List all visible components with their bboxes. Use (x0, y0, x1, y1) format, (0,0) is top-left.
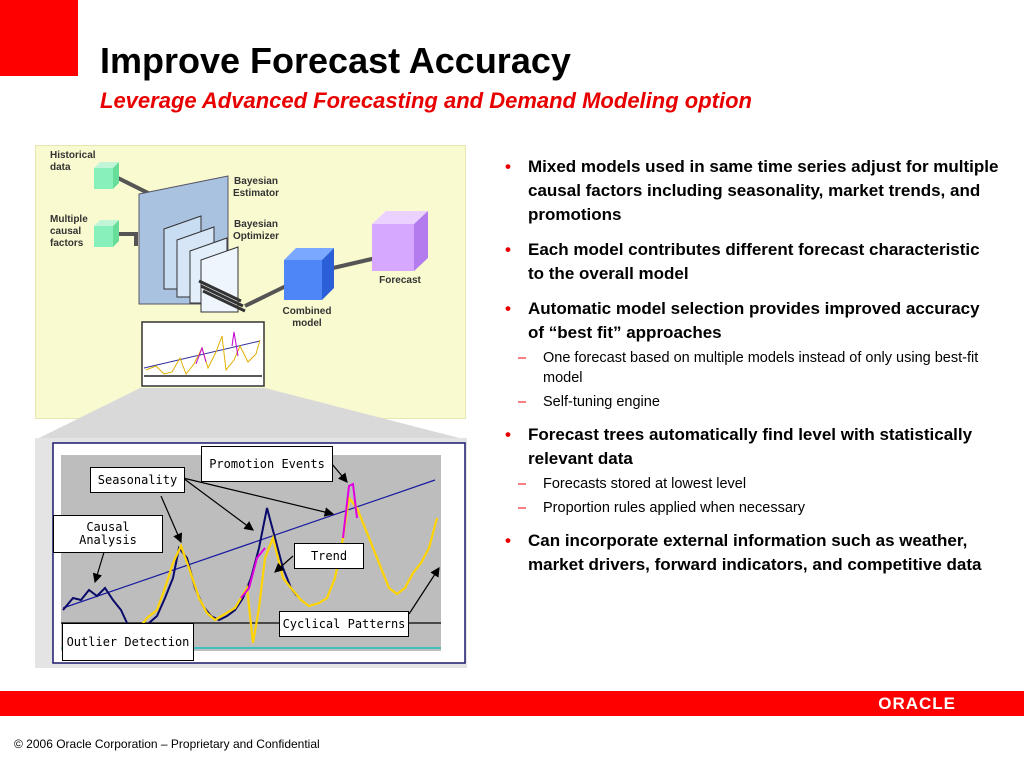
bullet-text: Automatic model selection provides impro… (528, 299, 980, 342)
brand-corner-block (0, 0, 78, 76)
copyright-text: © 2006 Oracle Corporation – Proprietary … (14, 737, 320, 751)
sub-bullet-dash: – (518, 500, 527, 516)
sub-bullet-dash: – (518, 476, 527, 492)
sub-bullet-text: Proportion rules applied when necessary (543, 500, 805, 516)
bullet-dot: • (505, 425, 511, 444)
sub-bullet-text: One forecast based on multiple models in… (543, 350, 979, 386)
diagram-graphic (94, 162, 428, 387)
causal-connector (118, 232, 138, 246)
sub-bullet-item: – Self-tuning engine (505, 392, 1000, 412)
historical-data-label: Historical data (50, 150, 96, 173)
bullet-dot: • (505, 240, 511, 259)
combined-model-cube (284, 248, 334, 300)
footer-red-bar (0, 691, 1024, 716)
sub-bullet-list: – Forecasts stored at lowest level – Pro… (518, 474, 1000, 518)
bullet-text: Mixed models used in same time series ad… (528, 157, 999, 224)
bayesian-optimizer-label: Bayesian Optimizer (232, 219, 280, 242)
sub-bullet-text: Self-tuning engine (543, 394, 660, 410)
bullet-text: Can incorporate external information suc… (528, 531, 982, 574)
sub-bullet-item: – One forecast based on multiple models … (505, 348, 1000, 388)
oracle-logo: ORACLE (878, 694, 956, 713)
bullet-item: • Forecast trees automatically find leve… (505, 423, 1000, 518)
slide-subtitle: Leverage Advanced Forecasting and Demand… (100, 88, 752, 113)
slide-title: Improve Forecast Accuracy (100, 40, 571, 81)
sub-bullet-item: – Forecasts stored at lowest level (505, 474, 1000, 494)
sub-bullet-dash: – (518, 350, 527, 366)
bullet-text: Forecast trees automatically find level … (528, 425, 973, 468)
annotated-forecast-chart: Promotion Events Seasonality Causal Anal… (35, 438, 467, 668)
forecast-label: Forecast (379, 275, 421, 286)
sub-bullet-item: – Proportion rules applied when necessar… (505, 498, 1000, 518)
historical-data-cube (94, 162, 119, 189)
combined-model-label: Combined model (282, 306, 332, 329)
forecast-cube (372, 211, 428, 271)
trend-callout: Trend (294, 543, 364, 569)
bullet-text: Each model contributes different forecas… (528, 240, 980, 283)
seasonality-callout: Seasonality (90, 467, 185, 493)
bullet-item: • Can incorporate external information s… (505, 529, 1000, 577)
sub-bullet-text: Forecasts stored at lowest level (543, 476, 747, 492)
causal-factors-cube (94, 220, 119, 247)
sub-bullet-list: – One forecast based on multiple models … (518, 348, 1000, 412)
bullet-item: • Automatic model selection provides imp… (505, 297, 1000, 412)
forecast-model-diagram: Historical data Multiple causal factors … (35, 145, 466, 419)
bayesian-estimator-label: Bayesian Estimator (232, 176, 280, 199)
causal-analysis-callout: Causal Analysis (53, 515, 163, 553)
outlier-detection-callout: Outlier Detection (62, 623, 194, 661)
bullet-item: • Each model contributes different forec… (505, 238, 1000, 286)
bullet-item: • Mixed models used in same time series … (505, 155, 1000, 227)
multiple-causal-factors-label: Multiple causal factors (50, 214, 88, 249)
cyclical-patterns-callout: Cyclical Patterns (279, 611, 409, 637)
bullet-dot: • (505, 299, 511, 318)
bullet-dot: • (505, 531, 511, 550)
bullet-list: • Mixed models used in same time series … (505, 155, 1000, 588)
promotion-events-callout: Promotion Events (201, 446, 333, 482)
zoom-connector (35, 388, 467, 440)
sub-bullet-dash: – (518, 394, 527, 410)
bullet-dot: • (505, 157, 511, 176)
